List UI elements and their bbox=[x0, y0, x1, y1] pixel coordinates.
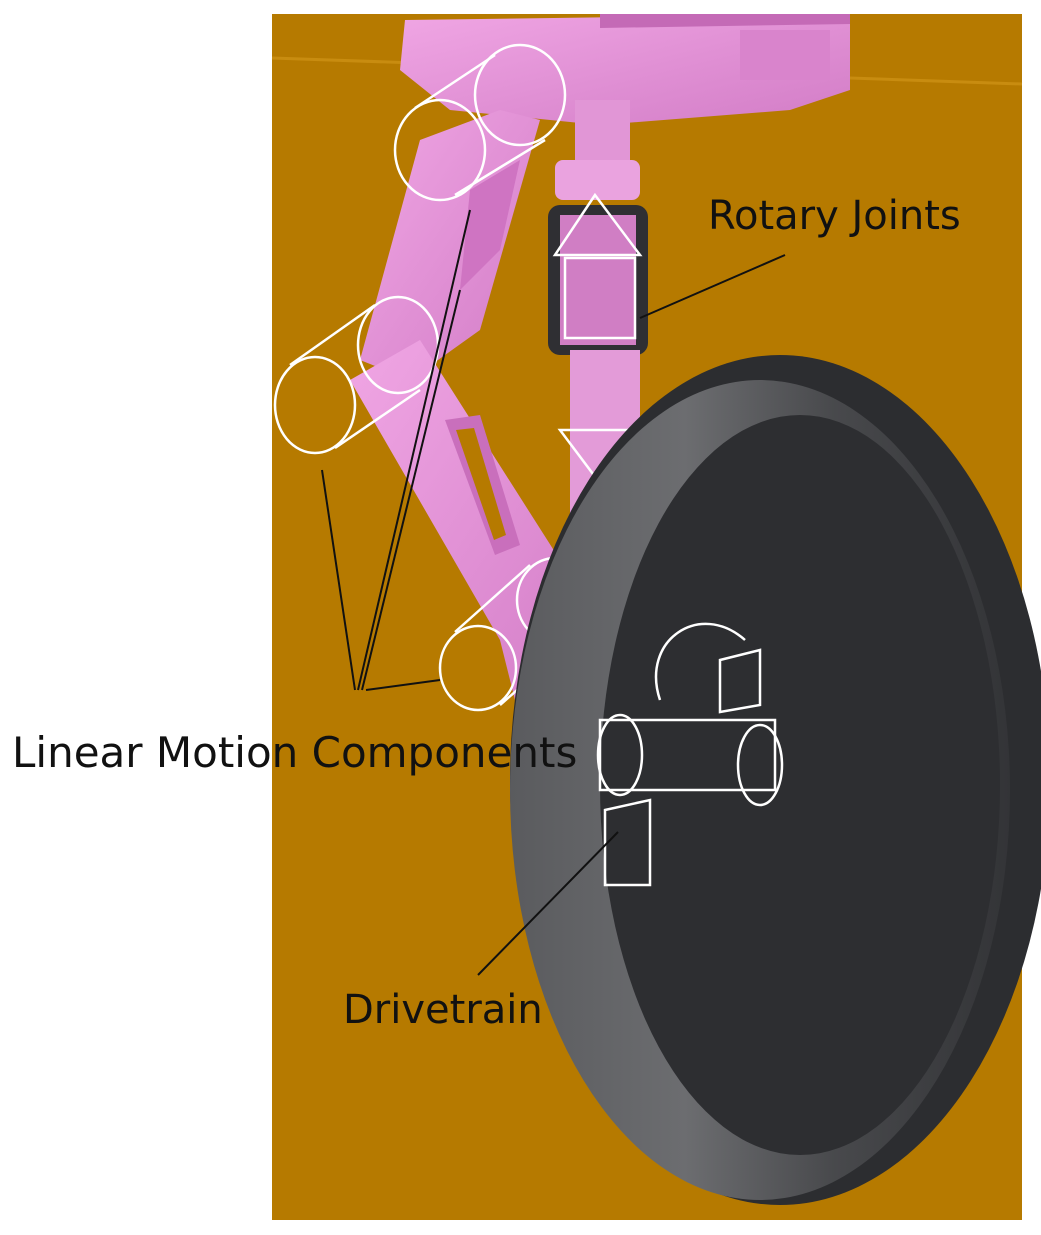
label-linear-motion-components: Linear Motion Components bbox=[12, 728, 578, 777]
leader-linear-1 bbox=[321, 469, 356, 691]
drivetrain-wireframe bbox=[596, 622, 784, 887]
upper-link-arm bbox=[360, 110, 540, 380]
joint-wireframes bbox=[273, 43, 653, 712]
leader-drivetrain bbox=[477, 831, 619, 976]
label-drivetrain: Drivetrain bbox=[343, 987, 543, 1033]
main-strut bbox=[548, 100, 648, 520]
leader-lines bbox=[321, 209, 786, 976]
leader-rotary-joints bbox=[639, 254, 786, 319]
leader-linear-4 bbox=[365, 679, 441, 691]
label-rotary-joints: Rotary Joints bbox=[708, 193, 961, 239]
mounting-block bbox=[400, 14, 850, 125]
leader-linear-2 bbox=[357, 209, 471, 691]
leader-linear-3 bbox=[361, 289, 461, 691]
